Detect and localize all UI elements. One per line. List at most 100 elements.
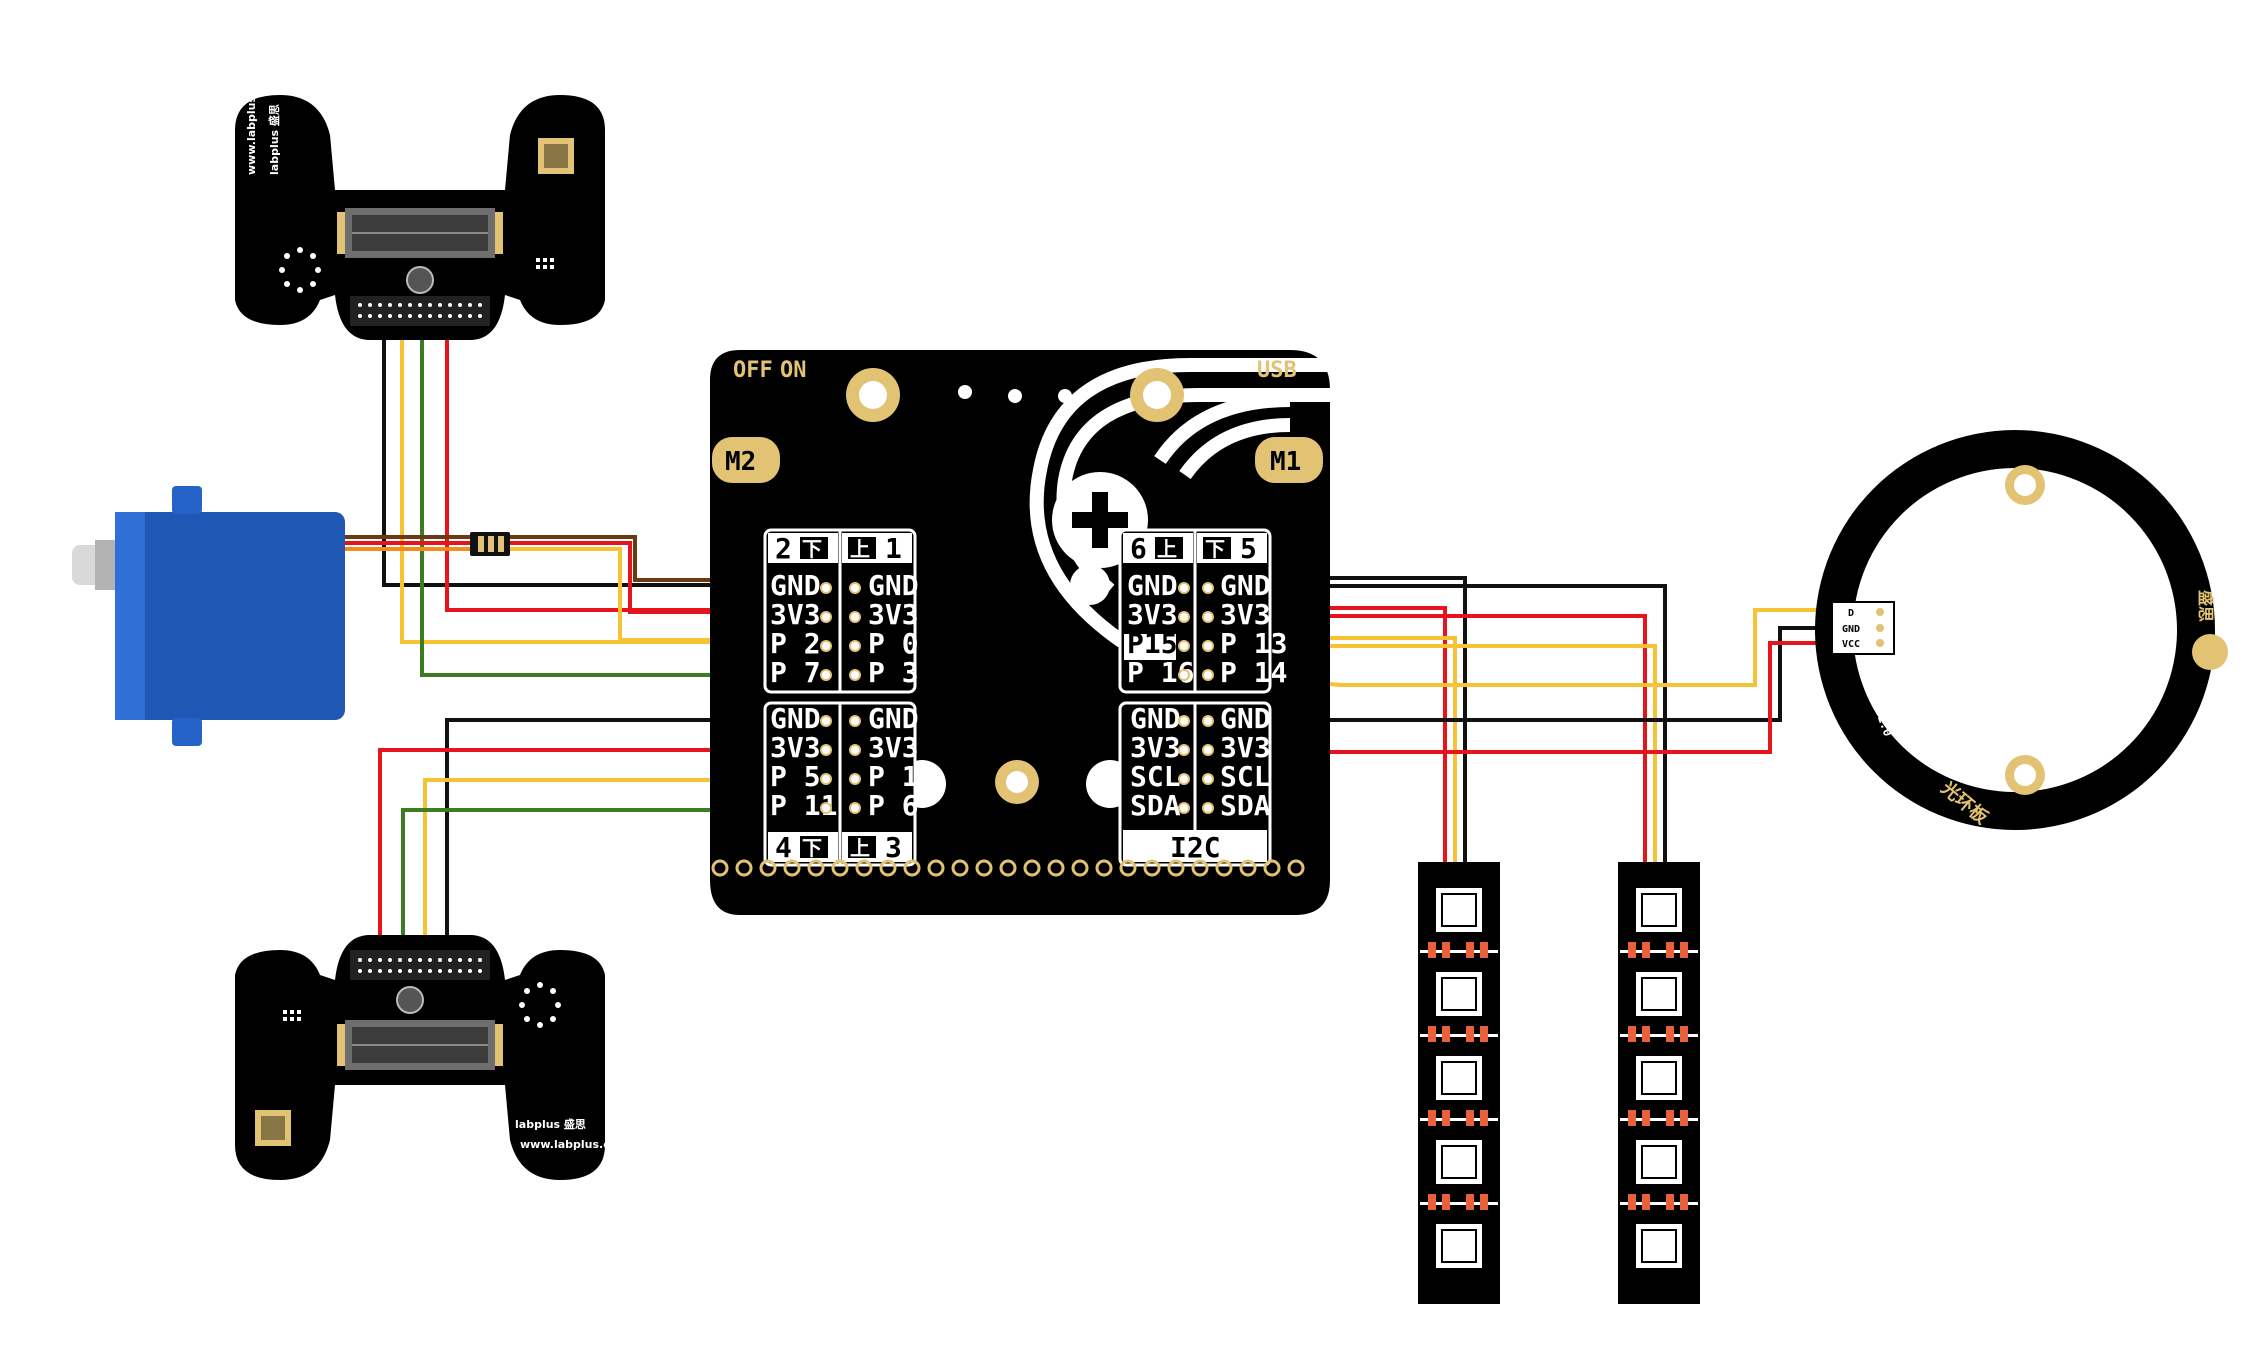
strip-cut-line — [1420, 950, 1498, 953]
pin-label: P 6 — [868, 789, 919, 822]
strip-solder-pad — [1666, 1110, 1674, 1126]
led-strip-1 — [1418, 862, 1500, 1304]
qr-code-icon — [255, 1110, 291, 1146]
led-pixel — [1436, 1140, 1482, 1184]
pin-label: P15 — [1127, 627, 1178, 660]
left-bot-a-labels: GND 3V3 P 5 P 11 — [770, 702, 837, 822]
edge-pad — [903, 859, 921, 877]
pin-label: P 2 — [770, 627, 821, 660]
port5-number: 5 — [1240, 532, 1257, 565]
led-ring: D GND VCC 光环板 V1.0 盛思 — [1815, 430, 2228, 830]
left-top-a-labels: GND 3V3 P 2 P 7 — [770, 569, 821, 689]
pin-label: 3V3 — [868, 731, 919, 764]
edge-pad — [1119, 859, 1137, 877]
gamepad-bottom-brand: labplus 盛思 — [515, 1117, 586, 1131]
led-pixel — [1436, 1056, 1482, 1100]
strip-cut-line — [1420, 1118, 1498, 1121]
led-pixel-frame — [1641, 893, 1677, 927]
edge-pad — [1167, 859, 1185, 877]
motor-m2-label: M2 — [725, 447, 756, 477]
pin-label: P 7 — [770, 656, 821, 689]
gamepad-top-url: www.labplus.cn — [245, 77, 258, 175]
strip-solder-pad — [1442, 1194, 1450, 1210]
strip-solder-pad — [1466, 942, 1474, 958]
pin-label: SDA — [1220, 789, 1271, 822]
wire-ring-red — [1270, 641, 1838, 754]
strip-cut-line — [1420, 1202, 1498, 1205]
led-pixel-frame — [1641, 1061, 1677, 1095]
right-top-b-labels: GND 3V3 P 13 P 14 — [1220, 569, 1287, 689]
strip-solder-pad — [1666, 1026, 1674, 1042]
strip-solder-pad — [1680, 1194, 1688, 1210]
edge-pad — [1239, 859, 1257, 877]
pin-label: GND — [1220, 569, 1271, 602]
edge-pad — [1047, 859, 1065, 877]
strip-solder-pad — [1442, 942, 1450, 958]
gamepad-bottom-url: www.labplus.cn — [520, 1138, 618, 1151]
strip-solder-pad — [1466, 1026, 1474, 1042]
strip-solder-pad — [1442, 1026, 1450, 1042]
strip-solder-pad — [1480, 1194, 1488, 1210]
edge-pad — [1071, 859, 1089, 877]
strip-solder-pad — [1428, 1026, 1436, 1042]
ring-pin-vcc: VCC — [1842, 639, 1860, 650]
led-pixel-frame — [1441, 1061, 1477, 1095]
strip-cut-line — [1620, 1202, 1698, 1205]
port1-direction: 上 — [850, 537, 870, 561]
port3-number: 3 — [885, 831, 902, 864]
led-strip-2 — [1618, 862, 1700, 1304]
strip-solder-pad — [1666, 942, 1674, 958]
strip-solder-pad — [1480, 1110, 1488, 1126]
led-pixel-frame — [1641, 977, 1677, 1011]
edge-pad — [759, 859, 777, 877]
strip-cut-line — [1620, 1118, 1698, 1121]
led-pixel — [1636, 1224, 1682, 1268]
edge-pad — [951, 859, 969, 877]
strip-solder-pad — [1680, 942, 1688, 958]
edge-pad — [1287, 859, 1305, 877]
led-pixel-frame — [1441, 893, 1477, 927]
strip-solder-pad — [1628, 942, 1636, 958]
servo-motor — [72, 486, 510, 746]
strip-solder-pad — [1428, 1194, 1436, 1210]
gamepad-top-brand: labplus 盛思 — [267, 104, 281, 175]
edge-pad — [927, 859, 945, 877]
edge-pad — [831, 859, 849, 877]
strip-solder-pad — [1466, 1110, 1474, 1126]
led-pixel-frame — [1441, 1145, 1477, 1179]
pin-label: SCL — [1130, 760, 1181, 793]
strip-solder-pad — [1428, 942, 1436, 958]
strip-solder-pad — [1680, 1026, 1688, 1042]
edge-pad — [735, 859, 753, 877]
led-pixel — [1636, 1140, 1682, 1184]
strip-solder-pad — [1480, 942, 1488, 958]
pin-label: P 5 — [770, 760, 821, 793]
expansion-board: OFF ON USB M2 M1 2 下 上 1 GND 3V3 P 2 P 7… — [710, 350, 1330, 915]
pin-label: GND — [1127, 569, 1178, 602]
port5-direction: 下 — [1205, 537, 1225, 561]
edge-pad — [855, 859, 873, 877]
pin-label: GND — [1220, 702, 1271, 735]
wire-bot-gamepad-black — [445, 718, 825, 950]
pin-label: 3V3 — [1130, 731, 1181, 764]
led-pixel — [1636, 888, 1682, 932]
switch-on-label: ON — [780, 358, 807, 383]
strip-solder-pad — [1628, 1194, 1636, 1210]
strip-solder-pad — [1628, 1026, 1636, 1042]
strip-solder-pad — [1642, 942, 1650, 958]
ring-pin-d: D — [1848, 608, 1854, 619]
wire-bot-gamepad-red — [378, 748, 825, 950]
led-pixel-frame — [1641, 1229, 1677, 1263]
edge-pad — [1215, 859, 1233, 877]
edge-pad — [711, 859, 729, 877]
port2-direction: 下 — [802, 537, 822, 561]
edge-pad — [1143, 859, 1161, 877]
led-pixel — [1436, 1224, 1482, 1268]
pin-label: 3V3 — [770, 731, 821, 764]
gamepad-top: www.labplus.cn labplus 盛思 — [235, 77, 605, 340]
port1-number: 1 — [885, 532, 902, 565]
pin-label: SCL — [1220, 760, 1271, 793]
pin-label: 3V3 — [770, 598, 821, 631]
strip-solder-pad — [1466, 1194, 1474, 1210]
